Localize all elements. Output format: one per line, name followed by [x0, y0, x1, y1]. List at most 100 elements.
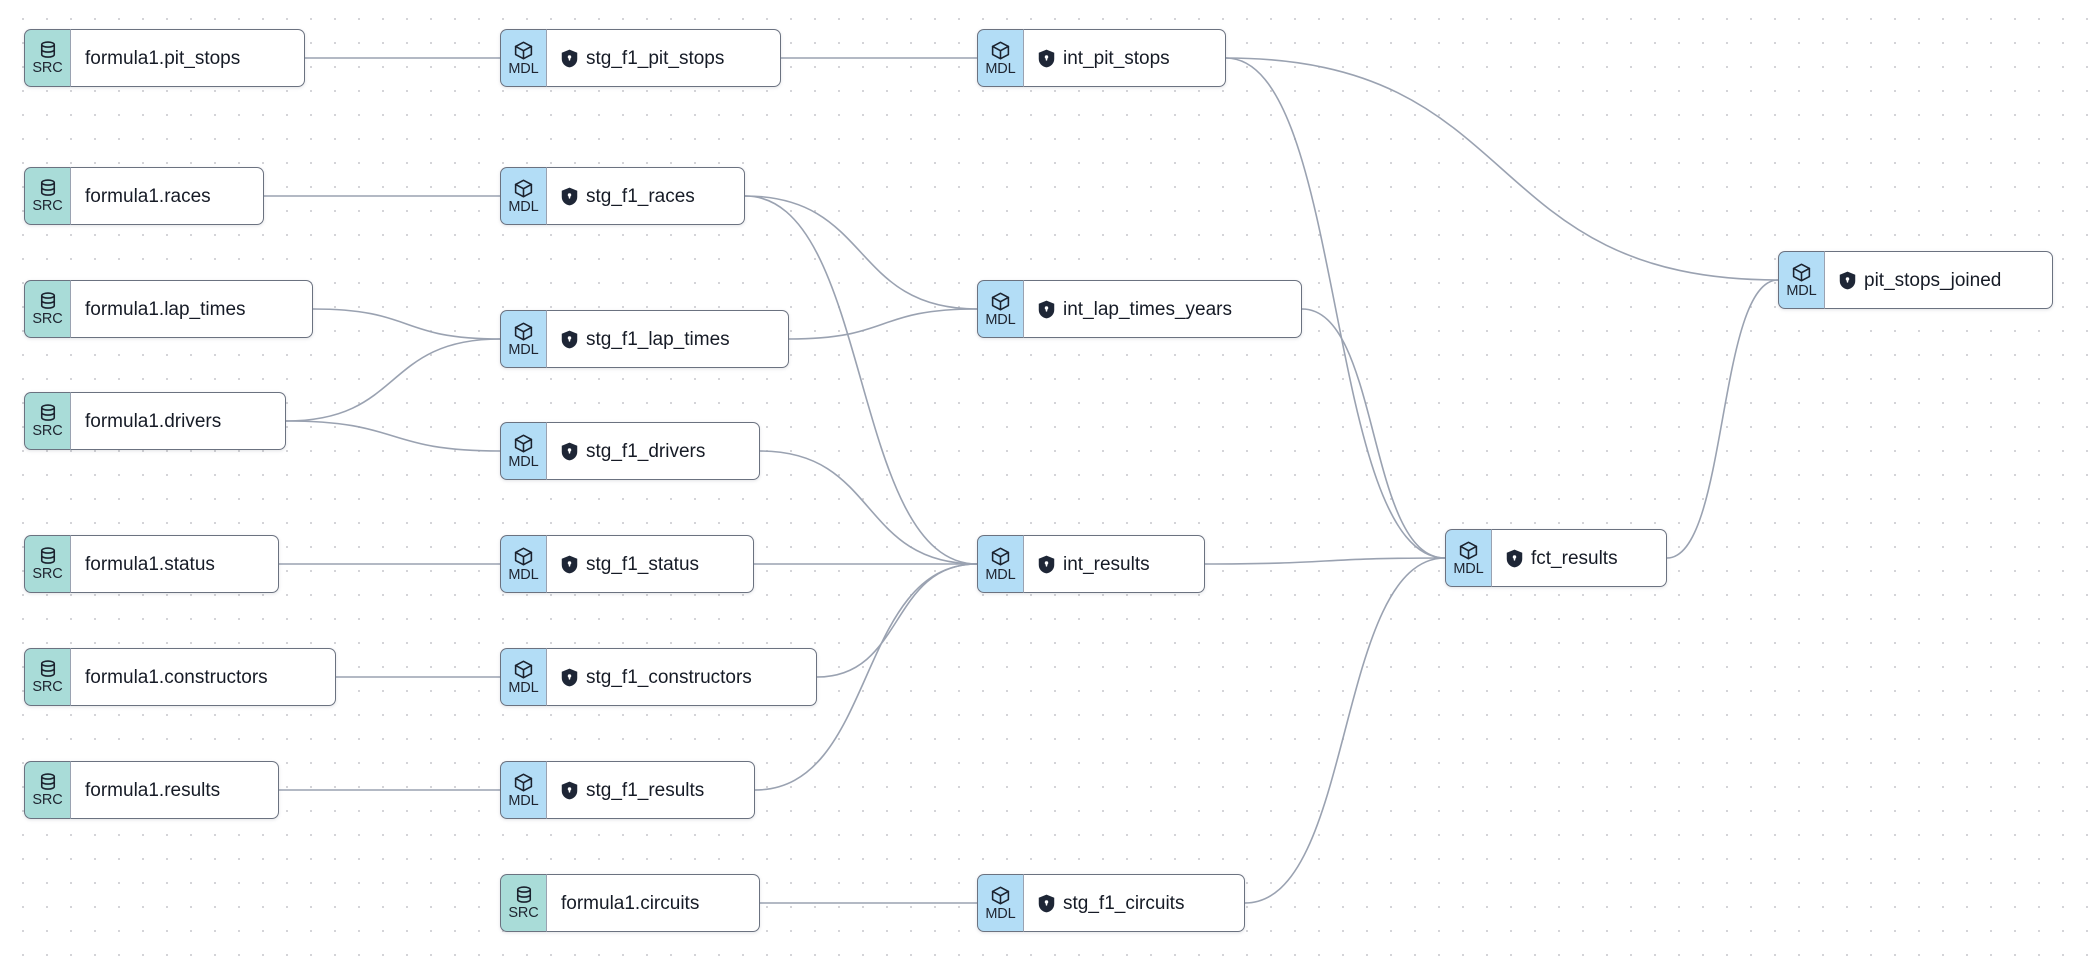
cube-icon: [513, 659, 534, 680]
edge-src_lap_times-to-stg_lap_times: [312, 308, 501, 340]
graph-node-src_status[interactable]: SRC formula1.status: [24, 535, 279, 593]
badge-label: MDL: [985, 60, 1016, 77]
edge-int_pit_stops-to-pit_stops_joined: [1225, 57, 1779, 281]
node-body[interactable]: stg_f1_results: [546, 761, 755, 819]
node-body[interactable]: stg_f1_races: [546, 167, 745, 225]
graph-node-src_drivers[interactable]: SRC formula1.drivers: [24, 392, 286, 450]
badge-label: MDL: [1786, 282, 1817, 299]
graph-node-stg_drivers[interactable]: MDL stg_f1_drivers: [500, 422, 760, 480]
graph-node-stg_lap_times[interactable]: MDL stg_f1_lap_times: [500, 310, 789, 368]
node-label: stg_f1_drivers: [586, 440, 706, 462]
badge-label: SRC: [32, 198, 63, 215]
database-icon: [38, 659, 58, 679]
source-badge: SRC: [24, 280, 70, 338]
node-body[interactable]: stg_f1_constructors: [546, 648, 817, 706]
node-label: stg_f1_results: [586, 779, 705, 801]
node-body[interactable]: formula1.pit_stops: [70, 29, 305, 87]
shield-lock-icon: [561, 442, 578, 461]
graph-node-stg_constructors[interactable]: MDL stg_f1_constructors: [500, 648, 817, 706]
badge-label: MDL: [1453, 560, 1484, 577]
cube-icon: [513, 772, 534, 793]
badge-label: MDL: [508, 679, 539, 696]
node-label: stg_f1_constructors: [586, 666, 752, 688]
shield-lock-icon: [561, 781, 578, 800]
node-body[interactable]: int_pit_stops: [1023, 29, 1226, 87]
database-icon: [38, 291, 58, 311]
node-body[interactable]: pit_stops_joined: [1824, 251, 2053, 309]
graph-node-stg_races[interactable]: MDL stg_f1_races: [500, 167, 745, 225]
source-badge: SRC: [24, 761, 70, 819]
node-body[interactable]: formula1.drivers: [70, 392, 286, 450]
model-badge: MDL: [977, 29, 1023, 87]
node-label: fct_results: [1531, 547, 1618, 569]
cube-icon: [1458, 540, 1479, 561]
node-body[interactable]: stg_f1_drivers: [546, 422, 760, 480]
node-body[interactable]: stg_f1_pit_stops: [546, 29, 781, 87]
model-badge: MDL: [500, 422, 546, 480]
edge-stg_constructors-to-int_results: [816, 563, 978, 678]
badge-label: SRC: [32, 311, 63, 328]
database-icon: [514, 885, 534, 905]
badge-label: MDL: [985, 566, 1016, 583]
node-label: formula1.drivers: [85, 410, 222, 432]
model-badge: MDL: [500, 648, 546, 706]
cube-icon: [513, 178, 534, 199]
badge-label: SRC: [32, 566, 63, 583]
shield-lock-icon: [561, 668, 578, 687]
database-icon: [38, 178, 58, 198]
database-icon: [38, 403, 58, 423]
node-body[interactable]: formula1.constructors: [70, 648, 336, 706]
cube-icon: [513, 546, 534, 567]
node-label: stg_f1_lap_times: [586, 328, 730, 350]
node-body[interactable]: fct_results: [1491, 529, 1667, 587]
source-badge: SRC: [24, 29, 70, 87]
edge-src_drivers-to-stg_drivers: [285, 420, 501, 452]
badge-label: MDL: [985, 905, 1016, 922]
graph-node-int_results[interactable]: MDL int_results: [977, 535, 1205, 593]
graph-node-src_lap_times[interactable]: SRC formula1.lap_times: [24, 280, 313, 338]
database-icon: [38, 546, 58, 566]
graph-node-src_circuits[interactable]: SRC formula1.circuits: [500, 874, 760, 932]
node-body[interactable]: stg_f1_status: [546, 535, 754, 593]
node-body[interactable]: int_results: [1023, 535, 1205, 593]
node-body[interactable]: int_lap_times_years: [1023, 280, 1302, 338]
model-badge: MDL: [1445, 529, 1491, 587]
cube-icon: [513, 40, 534, 61]
node-label: int_results: [1063, 553, 1150, 575]
graph-node-stg_circuits[interactable]: MDL stg_f1_circuits: [977, 874, 1245, 932]
graph-node-int_pit_stops[interactable]: MDL int_pit_stops: [977, 29, 1226, 87]
shield-lock-icon: [561, 555, 578, 574]
edge-src_drivers-to-stg_lap_times: [285, 338, 501, 422]
model-badge: MDL: [977, 535, 1023, 593]
source-badge: SRC: [24, 648, 70, 706]
node-label: stg_f1_pit_stops: [586, 47, 725, 69]
badge-label: MDL: [508, 198, 539, 215]
edge-stg_races-to-int_results: [744, 195, 978, 565]
database-icon: [38, 772, 58, 792]
node-body[interactable]: formula1.lap_times: [70, 280, 313, 338]
graph-node-src_races[interactable]: SRC formula1.races: [24, 167, 264, 225]
node-body[interactable]: formula1.results: [70, 761, 279, 819]
cube-icon: [513, 433, 534, 454]
source-badge: SRC: [24, 392, 70, 450]
node-body[interactable]: formula1.status: [70, 535, 279, 593]
node-body[interactable]: stg_f1_circuits: [1023, 874, 1245, 932]
node-body[interactable]: formula1.circuits: [546, 874, 760, 932]
node-body[interactable]: formula1.races: [70, 167, 264, 225]
edge-int_results-to-fct_results: [1204, 557, 1446, 565]
badge-label: MDL: [508, 341, 539, 358]
node-body[interactable]: stg_f1_lap_times: [546, 310, 789, 368]
badge-label: SRC: [508, 905, 539, 922]
graph-node-fct_results[interactable]: MDL fct_results: [1445, 529, 1667, 587]
graph-node-pit_stops_joined[interactable]: MDL pit_stops_joined: [1778, 251, 2053, 309]
source-badge: SRC: [500, 874, 546, 932]
